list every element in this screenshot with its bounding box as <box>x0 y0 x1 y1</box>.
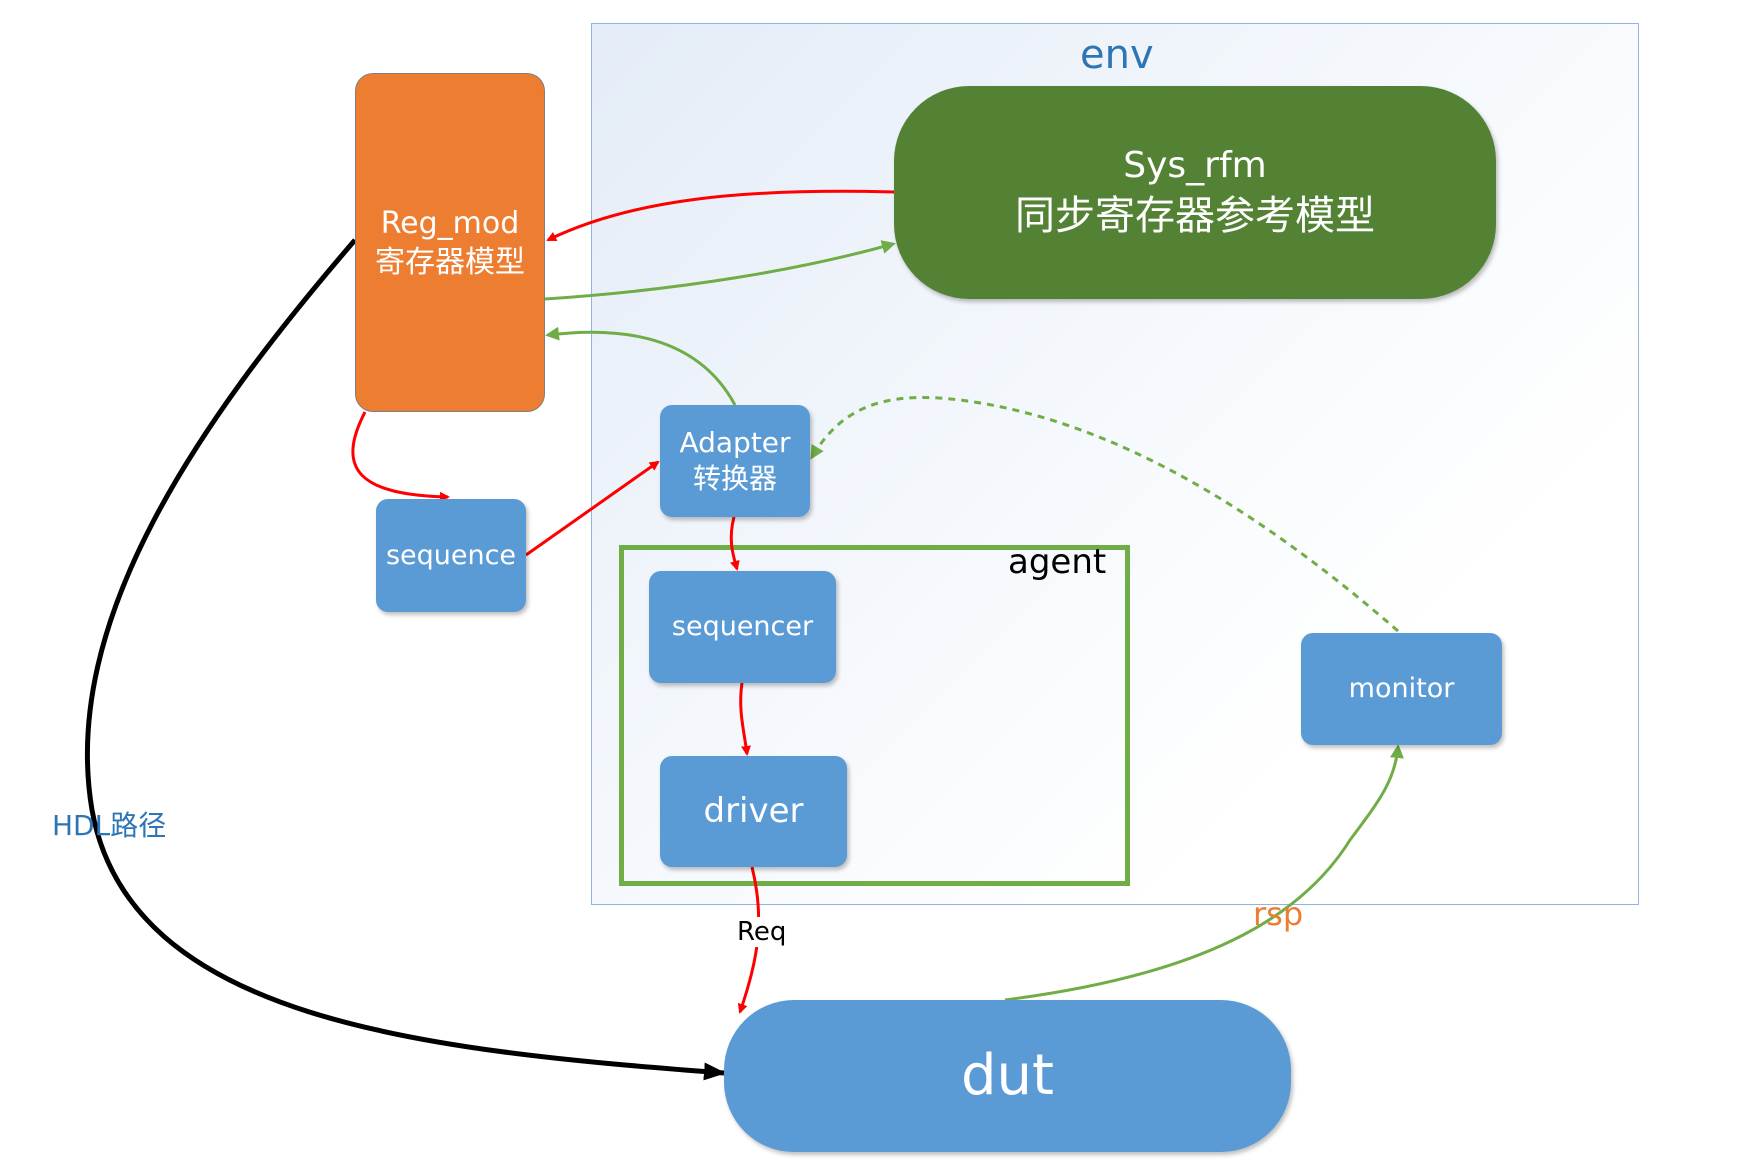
sequencer-node: sequencer <box>649 571 836 683</box>
dut-label: dut <box>961 1042 1054 1108</box>
arrow-adapter-to-sequencer <box>729 516 740 571</box>
adapter-node: Adapter 转换器 <box>660 405 810 517</box>
req-label: Req <box>735 917 789 947</box>
arrow-sequence-to-adapter <box>525 460 660 557</box>
sequencer-label: sequencer <box>671 611 814 643</box>
sys-rfm-node: Sys_rfm 同步寄存器参考模型 <box>894 86 1496 299</box>
agent-label: agent <box>1008 542 1107 582</box>
monitor-node: monitor <box>1301 633 1502 745</box>
reg-mod-title: Reg_mod <box>380 205 520 241</box>
arrow-hdl-path <box>85 238 726 1081</box>
adapter-subtitle: 转换器 <box>692 462 777 495</box>
sys-rfm-title: Sys_rfm <box>1123 145 1267 187</box>
driver-node: driver <box>660 756 847 867</box>
agent-container <box>619 545 1130 886</box>
env-label: env <box>1080 32 1154 78</box>
arrow-monitor-to-adapter <box>810 396 1399 633</box>
monitor-label: monitor <box>1348 673 1455 705</box>
arrow-regmod-to-sysrfm <box>544 240 896 301</box>
reg-mod-subtitle: 寄存器模型 <box>375 244 525 280</box>
reg-mod-node: Reg_mod 寄存器模型 <box>355 73 545 412</box>
arrow-sequencer-to-driver <box>739 682 751 756</box>
sequence-label: sequence <box>385 539 517 571</box>
sys-rfm-subtitle: 同步寄存器参考模型 <box>1015 192 1375 239</box>
driver-label: driver <box>703 791 804 832</box>
arrow-adapter-to-regmod <box>545 326 737 406</box>
rsp-label: rsp <box>1253 895 1304 933</box>
arrow-sysrfm-to-regmod <box>546 189 895 242</box>
dut-node: dut <box>724 1000 1291 1152</box>
adapter-title: Adapter <box>679 425 791 459</box>
hdl-path-label: HDL路径 <box>52 809 167 842</box>
sequence-node: sequence <box>376 499 526 612</box>
arrow-regmod-to-sequence <box>351 411 450 502</box>
arrow-dut-to-monitor <box>1004 744 1404 1002</box>
